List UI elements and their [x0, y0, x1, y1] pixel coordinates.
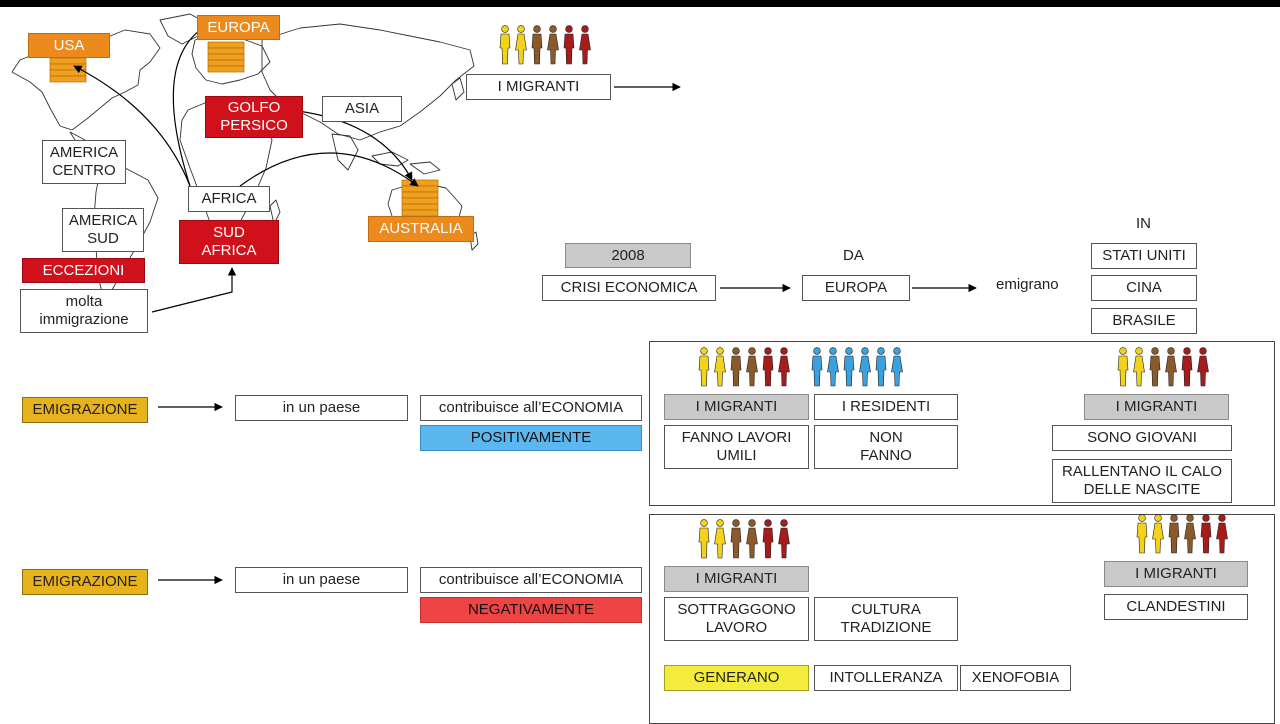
coin-stack-australia	[401, 179, 439, 217]
i-migranti-top: I MIGRANTI	[466, 74, 611, 100]
contribuisce-positive: contribuisce all’ECONOMIA	[420, 395, 642, 421]
molta-immigrazione-label: molta immigrazione	[20, 289, 148, 333]
sottraggono-lavoro: SOTTRAGGONO LAVORO	[664, 597, 809, 641]
emigrazione-positive: EMIGRAZIONE	[22, 397, 148, 423]
i-migranti-positive-right: I MIGRANTI	[1084, 394, 1229, 420]
people-group-icon	[1136, 514, 1228, 554]
usa-label: USA	[28, 33, 110, 58]
i-residenti: I RESIDENTI	[814, 394, 958, 420]
people-group-icon	[499, 25, 591, 65]
non-fanno: NON FANNO	[814, 425, 958, 469]
australia-label: AUSTRALIA	[368, 216, 474, 242]
sud-africa-label: SUD AFRICA	[179, 220, 279, 264]
people-group-icon	[698, 347, 790, 387]
people-group-icon	[1117, 347, 1209, 387]
europa-box: EUROPA	[802, 275, 910, 301]
africa-label: AFRICA	[188, 186, 270, 212]
emigrano-label: emigrano	[996, 276, 1059, 293]
cina: CINA	[1091, 275, 1197, 301]
clandestini: CLANDESTINI	[1104, 594, 1248, 620]
i-migranti-negative: I MIGRANTI	[664, 566, 809, 592]
fanno-lavori-umili: FANNO LAVORI UMILI	[664, 425, 809, 469]
america-centro-label: AMERICA CENTRO	[42, 140, 126, 184]
xenofobia: XENOFOBIA	[960, 665, 1071, 691]
in-label: IN	[1136, 215, 1151, 232]
intolleranza: INTOLLERANZA	[814, 665, 958, 691]
positive-panel	[649, 341, 1275, 506]
positivamente: POSITIVAMENTE	[420, 425, 642, 451]
negativamente: NEGATIVAMENTE	[420, 597, 642, 623]
emigrazione-negative: EMIGRAZIONE	[22, 569, 148, 595]
crisi-economica: CRISI ECONOMICA	[542, 275, 716, 301]
i-migranti-positive: I MIGRANTI	[664, 394, 809, 420]
coin-stack-usa	[49, 57, 87, 83]
in-un-paese-positive: in un paese	[235, 395, 408, 421]
year-2008: 2008	[565, 243, 691, 268]
asia-label: ASIA	[322, 96, 402, 122]
eccezioni-label: ECCEZIONI	[22, 258, 145, 283]
sono-giovani: SONO GIOVANI	[1052, 425, 1232, 451]
america-sud-label: AMERICA SUD	[62, 208, 144, 252]
cultura-tradizione: CULTURA TRADIZIONE	[814, 597, 958, 641]
europa-label: EUROPA	[197, 15, 280, 40]
rallentano-calo-nascite: RALLENTANO IL CALO DELLE NASCITE	[1052, 459, 1232, 503]
people-group-icon	[698, 519, 790, 559]
contribuisce-negative: contribuisce all’ECONOMIA	[420, 567, 642, 593]
people-group-blue-icon	[811, 347, 903, 387]
coin-stack-europa	[207, 41, 245, 73]
in-un-paese-negative: in un paese	[235, 567, 408, 593]
brasile: BRASILE	[1091, 308, 1197, 334]
stati-uniti: STATI UNITI	[1091, 243, 1197, 269]
i-migranti-negative-right: I MIGRANTI	[1104, 561, 1248, 587]
golfo-persico-label: GOLFO PERSICO	[205, 96, 303, 138]
da-label: DA	[843, 247, 864, 264]
generano: GENERANO	[664, 665, 809, 691]
top-black-bar	[0, 0, 1280, 7]
